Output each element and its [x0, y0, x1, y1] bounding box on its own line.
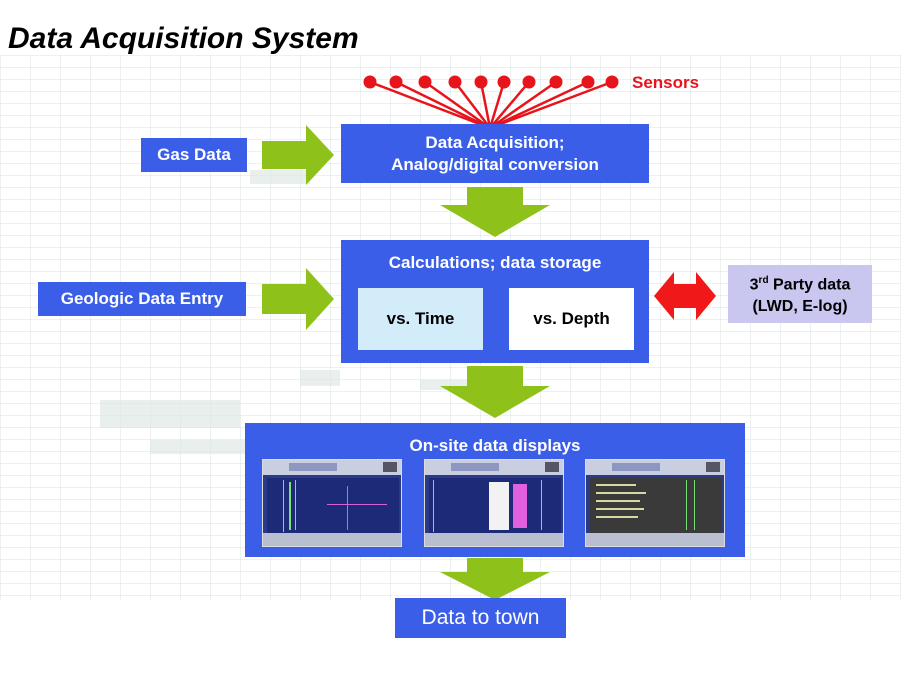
vs-depth-box: vs. Depth — [509, 288, 634, 350]
gas-data-box: Gas Data — [141, 138, 247, 172]
third-party-line2: (LWD, E-log) — [752, 298, 848, 316]
display-thumbnail-1 — [262, 459, 402, 547]
acquisition-line2: Analog/digital conversion — [391, 154, 599, 174]
geologic-data-entry-box: Geologic Data Entry — [38, 282, 246, 316]
sensors-label: Sensors — [632, 73, 700, 92]
geologic-to-calculations-arrow — [262, 268, 334, 330]
background-trace — [150, 440, 245, 454]
gas-to-acquisition-arrow — [262, 125, 334, 185]
calculations-to-displays-arrow — [440, 366, 550, 418]
page-title: Data Acquisition System — [8, 22, 359, 55]
displays-to-town-arrow — [440, 558, 550, 600]
third-party-double-arrow — [654, 272, 716, 320]
calculations-title: Calculations; data storage — [388, 253, 602, 272]
display-thumbnail-2 — [424, 459, 564, 547]
data-acquisition-box: Data Acquisition; Analog/digital convers… — [341, 124, 649, 183]
third-party-data-box: 3rd Party data (LWD, E-log) — [728, 265, 872, 323]
acquisition-line1: Data Acquisition; — [425, 132, 565, 152]
background-trace — [100, 400, 240, 428]
data-to-town-box: Data to town — [395, 598, 566, 638]
vs-time-box: vs. Time — [358, 288, 483, 350]
display-thumbnail-3 — [585, 459, 725, 547]
onsite-displays-title: On-site data displays — [409, 436, 581, 455]
acquisition-to-calculations-arrow — [440, 187, 550, 237]
sensors-fan — [363, 75, 619, 130]
background-trace — [300, 370, 340, 386]
background-trace — [250, 170, 310, 184]
calculations-box: Calculations; data storage vs. Time vs. … — [341, 240, 649, 363]
third-party-line1: 3rd Party data — [749, 274, 851, 294]
background-trace — [420, 380, 480, 390]
